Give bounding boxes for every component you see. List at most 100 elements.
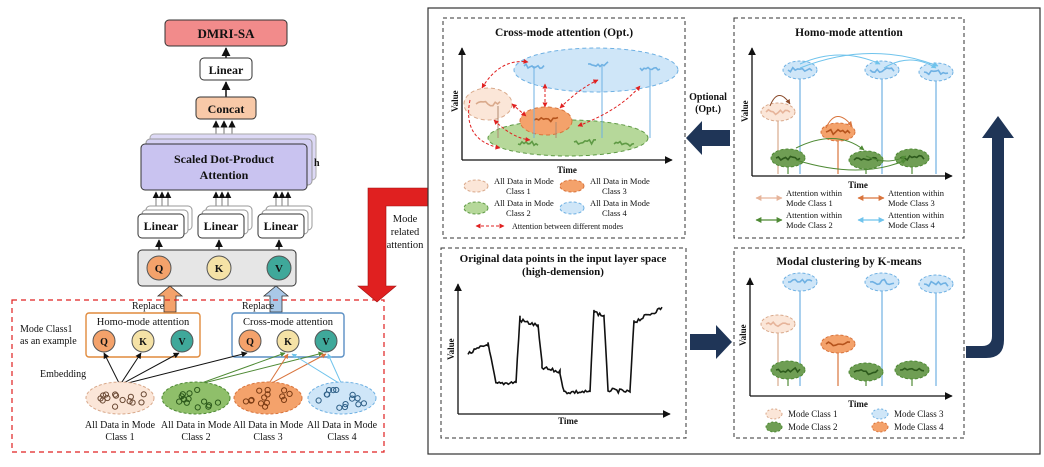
output-label: DMRI-SA (197, 26, 255, 41)
panel-homo-mode: Homo-mode attention Value Time Attention… (733, 17, 965, 239)
example-label-line2: as an example (20, 336, 77, 347)
clustering-panel-xlabel: Time (848, 399, 868, 409)
replace-arrow-blue (262, 285, 290, 313)
embedding-point (179, 391, 186, 398)
cross-wiggle-class3 (533, 116, 559, 123)
homo-legend-label-line1: Attention within (786, 210, 843, 220)
homo-legend-label-line2: Mode Class 1 (786, 198, 833, 208)
clust-points-wiggle (825, 341, 851, 347)
clustering-legend-swatch (765, 408, 783, 420)
homo-q-label: Q (100, 337, 108, 348)
embedding-point (279, 393, 286, 400)
attention-label-line2: Attention (200, 168, 249, 182)
optional-label-line1: Optional (689, 92, 727, 103)
cross-legend-label-line2: Class 4 (602, 208, 628, 218)
panel-cross-mode: Cross-mode attention (Opt.) Value Time A… (442, 17, 686, 239)
embedding-point (119, 396, 126, 404)
embedding-point (336, 404, 343, 411)
cross-legend-label-line2: Class 3 (602, 186, 627, 196)
embedding-point (248, 396, 255, 404)
cross-legend-label-line2: Class 1 (506, 186, 531, 196)
clustering-panel-ylabel: Value (738, 324, 748, 346)
clust-points-cluster (864, 272, 900, 292)
cross-k-label: K (284, 337, 292, 348)
mode-related-red-arrow (357, 187, 429, 303)
cross-legend-between-label: Attention between different modes (512, 222, 623, 231)
original-panel-title-line1: Original data points in the input layer … (460, 253, 667, 265)
attention-label-line1: Scaled Dot-Product (174, 152, 274, 166)
q-label: Q (155, 263, 164, 275)
embedding-point (100, 392, 107, 399)
cross-wiggle-class4b (587, 61, 609, 68)
cross-wiggle-class2b (573, 138, 597, 146)
embedding-class-3-label-line2: Class 3 (253, 432, 282, 443)
original-signal-line (467, 306, 663, 395)
embedding-point (186, 390, 193, 397)
homo-points-cluster (820, 122, 856, 142)
cross-attention-dashed-arrows (468, 58, 641, 150)
embedding-label: Embedding (40, 369, 86, 380)
clustering-panel-title: Modal clustering by K-means (776, 256, 922, 268)
q-circle (146, 255, 172, 281)
cross-legend-swatch (559, 179, 585, 193)
homo-points-wiggle (775, 155, 801, 162)
replace-label-left: Replace (132, 301, 165, 312)
cross-q-label: Q (246, 337, 254, 348)
linear-q-stack: Linear (137, 205, 193, 239)
embedding-point (333, 386, 340, 394)
cross-panel-xlabel: Time (557, 165, 577, 175)
embedding-point (140, 391, 147, 398)
linear-v-stack: Linear (257, 205, 313, 239)
cross-wiggle-class2 (517, 140, 539, 147)
homo-panel-ylabel: Value (740, 100, 750, 122)
mode-related-line3: attention (387, 240, 424, 251)
embedding-point (263, 399, 270, 406)
embedding-class-4-label-line2: Class 4 (327, 432, 356, 443)
panel-clustering: Modal clustering by K-means Value Time M… (733, 247, 965, 439)
embedding-class-1-label-line1: All Data in Mode (85, 420, 156, 431)
embedding-class-4-ellipse (307, 381, 377, 415)
embedding-point (200, 398, 208, 405)
linear-q-label: Linear (144, 219, 179, 233)
embedding-class-1-label-line2: Class 1 (105, 432, 134, 443)
embedding-point (194, 386, 201, 394)
embedding-class-3-label-line1: All Data in Mode (233, 420, 304, 431)
homo-points-wiggle (869, 67, 895, 74)
embedding-class-4-label-line1: All Data in Mode (307, 420, 378, 431)
clust-points-wiggle (923, 280, 949, 288)
homo-points-wiggle (765, 108, 791, 116)
homo-attention-arrows (769, 53, 939, 171)
clustering-legend-swatch (765, 421, 783, 433)
clustering-legend-swatch (871, 421, 889, 433)
embedding-point (264, 386, 271, 394)
homo-points-cluster (770, 148, 806, 168)
cross-cluster-class3 (519, 106, 573, 136)
homo-mode-box-title: Homo-mode attention (97, 317, 190, 328)
embedding-point (256, 387, 263, 394)
homo-points-wiggle (825, 128, 851, 136)
embedding-class-2-ellipse (161, 381, 231, 415)
embedding-point (194, 404, 201, 411)
original-panel-xlabel: Time (558, 416, 578, 426)
cross-legend-label-line1: All Data in Mode (590, 198, 650, 208)
cross-legend-swatch (463, 179, 489, 193)
concat-box (195, 96, 257, 120)
optional-navy-arrow (686, 121, 730, 155)
mode-related-line2: related (391, 227, 420, 238)
homo-k-label: K (139, 337, 147, 348)
cross-v-circle (314, 329, 338, 353)
original-panel-ylabel: Value (446, 338, 456, 360)
embedding-point (104, 394, 111, 402)
embedding-point (205, 402, 213, 409)
embedding-point (112, 392, 120, 399)
linear-top-label: Linear (209, 63, 244, 77)
mode-attention-dashed-region (11, 299, 385, 453)
cross-cluster-class4 (513, 47, 679, 93)
cross-legend-label-line1: All Data in Mode (494, 198, 554, 208)
cross-legend-label-line2: Class 2 (506, 208, 531, 218)
homo-panel-title: Homo-mode attention (795, 27, 903, 39)
